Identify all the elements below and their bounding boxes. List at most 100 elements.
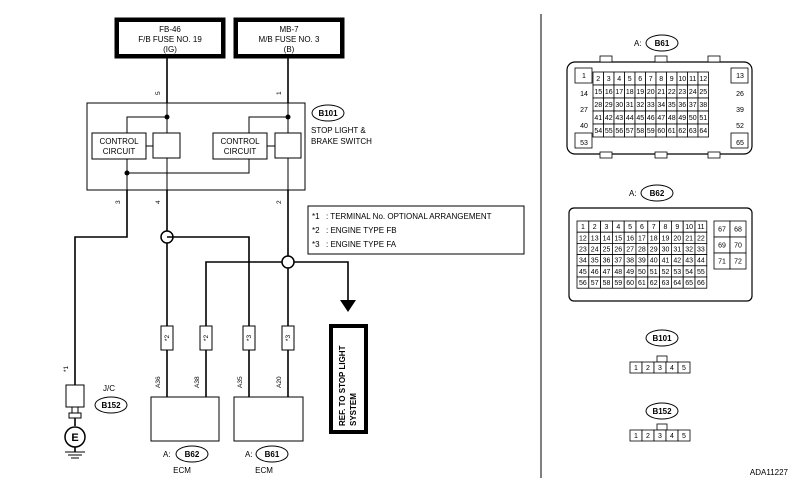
ecm-box-1	[150, 396, 220, 442]
term-a36: A36	[155, 376, 162, 388]
b61-pin-27: 27	[580, 107, 588, 114]
b62-pin-31: 31	[673, 247, 681, 254]
b101-small-oval	[645, 329, 679, 347]
b62-pin-67: 67	[718, 227, 726, 234]
b61-pin-35: 35	[668, 102, 676, 109]
wire-4-branch	[167, 236, 250, 397]
splice-2	[281, 255, 295, 269]
b152-oval	[94, 396, 128, 414]
tag-a35-text: *3	[246, 335, 253, 342]
b61-pin-33: 33	[647, 102, 655, 109]
b62-pin-28: 28	[638, 247, 646, 254]
b61-pin-37: 37	[689, 102, 697, 109]
b62-pin-50: 50	[638, 269, 646, 276]
tag-jc: *1	[63, 365, 70, 372]
switch-name-line1: STOP LIGHT &	[311, 126, 366, 135]
b152-pin-4: 4	[670, 433, 674, 440]
tag-a20: *3	[281, 325, 295, 351]
b62-pin-58: 58	[603, 280, 611, 287]
b101-small-name: B101	[652, 334, 672, 343]
ecm-1-prefix: A:	[163, 450, 171, 459]
note-2-mark: *2	[312, 226, 320, 235]
b62-pin-54: 54	[685, 269, 693, 276]
b62-pin-21: 21	[685, 235, 693, 242]
b101-pin-5: 5	[682, 365, 686, 372]
wire-3-label: 3	[115, 200, 122, 204]
b62-pin-45: 45	[579, 269, 587, 276]
ecm-2-label: ECM	[255, 466, 273, 475]
b62-pin-65: 65	[685, 280, 693, 287]
b62-pin-52: 52	[662, 269, 670, 276]
b61-pin-5: 5	[628, 76, 632, 83]
fuse-fb46-id: FB-46	[159, 25, 181, 34]
note-1-text: : TERMINAL No. OPTIONAL ARRANGEMENT	[326, 212, 492, 221]
tag-a20-text: *3	[285, 335, 292, 342]
ecm-1-label: ECM	[173, 466, 191, 475]
b62-pin-7: 7	[652, 224, 656, 231]
wire-2-branch-right	[294, 261, 349, 300]
b62-pin-5: 5	[628, 224, 632, 231]
b61-pin-50: 50	[689, 115, 697, 122]
b62-pin-4: 4	[616, 224, 620, 231]
b61-pin-1: 1	[582, 73, 586, 80]
fuse-mb7-line2: (B)	[284, 45, 295, 54]
b62-pin-15: 15	[614, 235, 622, 242]
b61-pin-16: 16	[605, 89, 613, 96]
b62-pin-49: 49	[626, 269, 634, 276]
b62-pin-55: 55	[697, 269, 705, 276]
ecm-1-oval	[175, 445, 209, 463]
b62-pin-70: 70	[734, 243, 742, 250]
b61-pin-43: 43	[615, 115, 623, 122]
b61-oval	[645, 34, 679, 52]
tag-a36-text: *2	[164, 335, 171, 342]
b61-pin-45: 45	[636, 115, 644, 122]
b61-pin-29: 29	[605, 102, 613, 109]
b61-pin-21: 21	[657, 89, 665, 96]
b152-pin-5-cell	[677, 429, 691, 442]
b62-pin-12: 12	[579, 235, 587, 242]
fuse-fb46-line2: (IG)	[163, 45, 177, 54]
b62-pin-66-cell	[694, 276, 708, 289]
ecm-box-2	[233, 396, 304, 442]
b62-pin-18: 18	[650, 235, 658, 242]
b101-oval	[311, 104, 345, 122]
b61-pin-60: 60	[657, 128, 665, 135]
ecm-2-connector: B61	[265, 450, 280, 459]
b62-pin-40: 40	[650, 258, 658, 265]
b61-pin-7: 7	[649, 76, 653, 83]
b61-pin-46: 46	[647, 115, 655, 122]
b152-small-oval	[645, 402, 679, 420]
b62-pin-10: 10	[685, 224, 693, 231]
jc-connector	[65, 384, 85, 408]
b62-pin-20: 20	[673, 235, 681, 242]
b62-pin-30: 30	[662, 247, 670, 254]
arrow-ref	[340, 300, 356, 312]
fuse-mb7: MB-7 M/B FUSE NO. 3 (B)	[233, 17, 345, 59]
b62-pin-53: 53	[673, 269, 681, 276]
b61-pin-39: 39	[736, 107, 744, 114]
b61-pin-32: 32	[636, 102, 644, 109]
b61-prefix: A:	[634, 39, 642, 48]
switch-name-line2: BRAKE SWITCH	[311, 137, 372, 146]
b62-pin-62: 62	[650, 280, 658, 287]
b61-pin-47: 47	[657, 115, 665, 122]
notes-box	[307, 205, 525, 255]
b62-pin-26: 26	[614, 247, 622, 254]
b152-pin-3: 3	[658, 433, 662, 440]
b61-pin-59: 59	[647, 128, 655, 135]
b62-pin-72: 72	[734, 259, 742, 266]
b62-pin-60: 60	[626, 280, 634, 287]
fuse-fb46: FB-46 F/B FUSE NO. 19 (IG)	[114, 17, 226, 59]
b62-pin-27: 27	[626, 247, 634, 254]
b62-pin-72-cell	[729, 252, 747, 270]
b62-pin-44: 44	[697, 258, 705, 265]
b62-pin-38: 38	[626, 258, 634, 265]
term-a35: A35	[237, 376, 244, 388]
b62-name: B62	[650, 189, 665, 198]
fuse-fb46-line1: F/B FUSE NO. 19	[138, 35, 202, 44]
b61-pin-26: 26	[736, 91, 744, 98]
ground-e-icon: E	[71, 432, 78, 444]
b61-pin-8: 8	[659, 76, 663, 83]
